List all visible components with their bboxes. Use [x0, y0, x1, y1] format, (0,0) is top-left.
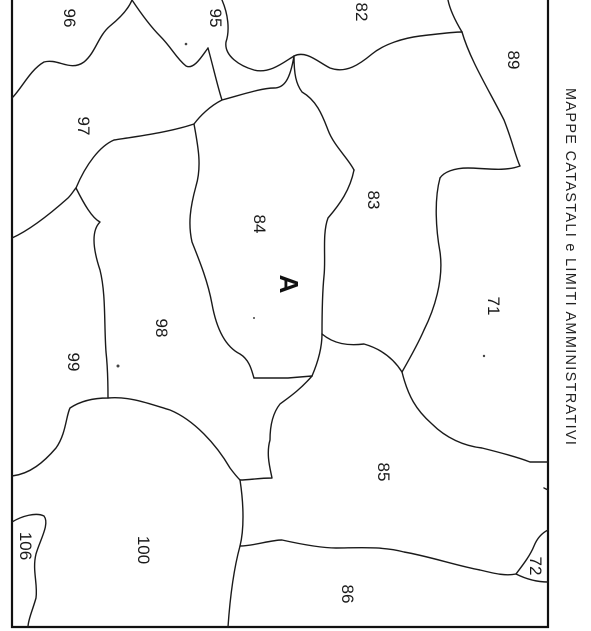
parcel-label-99: 99	[64, 353, 83, 372]
map-caption: MAPPE CATASTALI e LIMITI AMMINISTRATIVI	[562, 88, 578, 446]
parcel-label-98: 98	[152, 319, 171, 338]
parcel-label-85: 85	[374, 463, 393, 482]
parcel-label-72: 72	[526, 557, 545, 576]
parcel-label-106: 106	[16, 532, 35, 560]
parcel-label-83: 83	[364, 191, 383, 210]
scan-specks	[116, 42, 486, 368]
parcel-label-100: 100	[134, 536, 153, 564]
parcel-label-97: 97	[74, 117, 93, 136]
zone-letter: A	[274, 275, 304, 294]
map-frame	[10, 0, 550, 629]
parcel-label-86: 86	[338, 585, 357, 604]
parcel-label-71: 71	[484, 297, 503, 316]
parcel-label-89: 89	[504, 51, 523, 70]
parcel-label-95: 95	[206, 9, 225, 28]
parcel-labels: 96 95 82 89 97 84 83 71 98 99 85 106 100…	[16, 3, 545, 604]
parcel-label-96: 96	[60, 9, 79, 28]
parcel-label-82: 82	[352, 3, 371, 22]
parcel-boundaries	[11, 0, 549, 628]
parcel-label-84: 84	[250, 215, 269, 234]
